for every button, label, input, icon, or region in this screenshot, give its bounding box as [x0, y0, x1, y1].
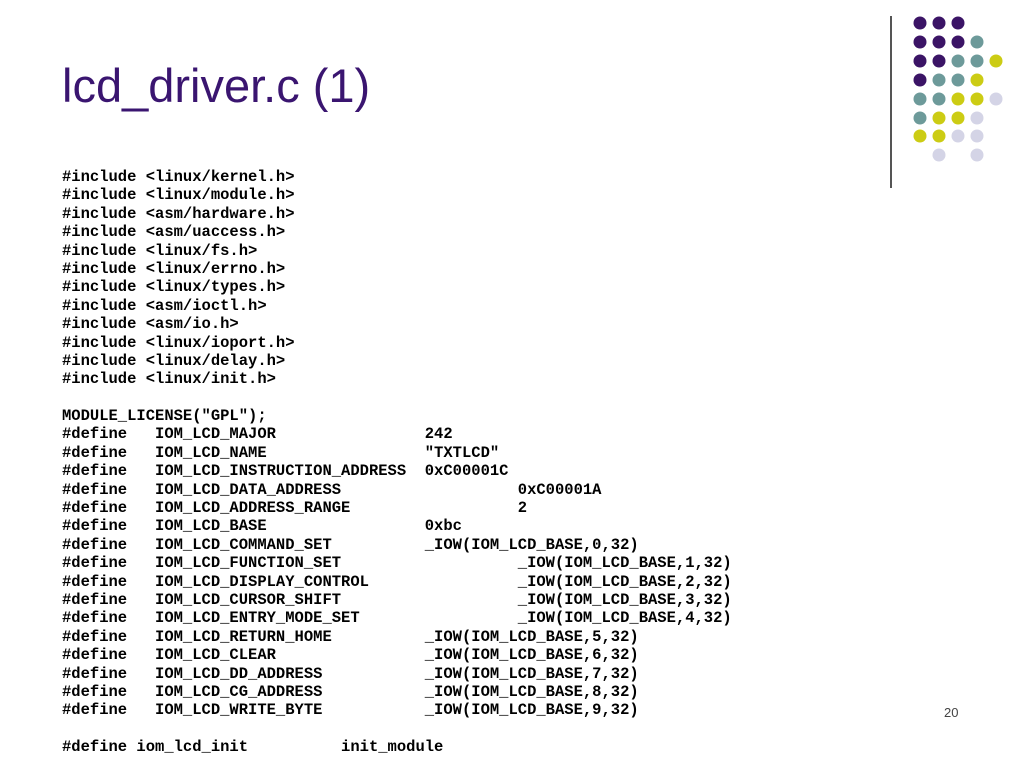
code-line: #define IOM_LCD_ADDRESS_RANGE 2 — [62, 499, 528, 518]
code-block: #include <linux/kernel.h>#include <linux… — [62, 168, 732, 757]
dot — [951, 92, 965, 106]
code-line: #define IOM_LCD_INSTRUCTION_ADDRESS 0xC0… — [62, 462, 509, 481]
dot — [989, 92, 1003, 106]
dot — [932, 54, 946, 68]
code-line: #include <linux/ioport.h> — [62, 333, 295, 352]
code-line: #include <linux/init.h> — [62, 370, 276, 389]
decorative-dot-grid — [913, 16, 1003, 162]
code-line: #define IOM_LCD_BASE 0xbc — [62, 517, 462, 536]
code-line: #include <linux/types.h> — [62, 278, 286, 297]
code-line: #define IOM_LCD_CURSOR_SHIFT _IOW(IOM_LC… — [62, 590, 732, 609]
code-line: #include <linux/fs.h> — [62, 241, 258, 260]
dot — [932, 16, 946, 30]
dot — [913, 16, 927, 30]
dot — [913, 35, 927, 49]
dot — [913, 129, 927, 143]
code-line: #define IOM_LCD_DD_ADDRESS _IOW(IOM_LCD_… — [62, 664, 639, 683]
code-line: #define IOM_LCD_RETURN_HOME _IOW(IOM_LCD… — [62, 627, 639, 646]
code-line: #define IOM_LCD_FUNCTION_SET _IOW(IOM_LC… — [62, 554, 732, 573]
code-line — [62, 720, 732, 738]
dot — [913, 111, 927, 125]
code-line: #define IOM_LCD_DISPLAY_CONTROL _IOW(IOM… — [62, 572, 732, 591]
slide-title: lcd_driver.c (1) — [62, 59, 371, 112]
divider-line — [890, 16, 892, 188]
code-line: #include <linux/errno.h> — [62, 259, 286, 278]
dot — [951, 54, 965, 68]
dot — [932, 92, 946, 106]
dot — [951, 16, 965, 30]
code-line: #include <asm/uaccess.h> — [62, 223, 286, 242]
dot — [970, 73, 984, 87]
code-line: #include <asm/hardware.h> — [62, 204, 295, 223]
dot — [913, 92, 927, 106]
dot — [932, 35, 946, 49]
dot — [951, 73, 965, 87]
dot — [989, 54, 1003, 68]
dot — [913, 54, 927, 68]
code-line: #include <linux/module.h> — [62, 186, 295, 205]
dot — [970, 148, 984, 162]
code-line: #include <asm/ioctl.h> — [62, 296, 267, 315]
dot — [913, 73, 927, 87]
page-number: 20 — [944, 705, 959, 720]
dot — [970, 129, 984, 143]
code-line: #define IOM_LCD_MAJOR 242 — [62, 425, 453, 444]
code-line: #define iom_lcd_init init_module — [62, 738, 444, 757]
code-line: #define IOM_LCD_NAME "TXTLCD" — [62, 443, 500, 462]
dot — [932, 129, 946, 143]
dot — [970, 35, 984, 49]
dot — [951, 129, 965, 143]
dot — [951, 35, 965, 49]
code-line: #define IOM_LCD_ENTRY_MODE_SET _IOW(IOM_… — [62, 609, 732, 628]
code-line — [62, 389, 732, 407]
code-line: #include <asm/io.h> — [62, 315, 239, 334]
dot — [932, 73, 946, 87]
code-line: #define IOM_LCD_DATA_ADDRESS 0xC00001A — [62, 480, 602, 499]
code-line: #define IOM_LCD_CG_ADDRESS _IOW(IOM_LCD_… — [62, 682, 639, 701]
code-line: #define IOM_LCD_COMMAND_SET _IOW(IOM_LCD… — [62, 535, 639, 554]
code-line: #define IOM_LCD_CLEAR _IOW(IOM_LCD_BASE,… — [62, 646, 639, 665]
code-line: #include <linux/kernel.h> — [62, 168, 295, 186]
dot — [970, 54, 984, 68]
dot — [951, 111, 965, 125]
dot — [932, 148, 946, 162]
code-line: #include <linux/delay.h> — [62, 351, 286, 370]
dot — [970, 92, 984, 106]
code-line: MODULE_LICENSE("GPL"); — [62, 407, 267, 426]
dot — [932, 111, 946, 125]
dot — [970, 111, 984, 125]
code-line: #define IOM_LCD_WRITE_BYTE _IOW(IOM_LCD_… — [62, 701, 639, 720]
